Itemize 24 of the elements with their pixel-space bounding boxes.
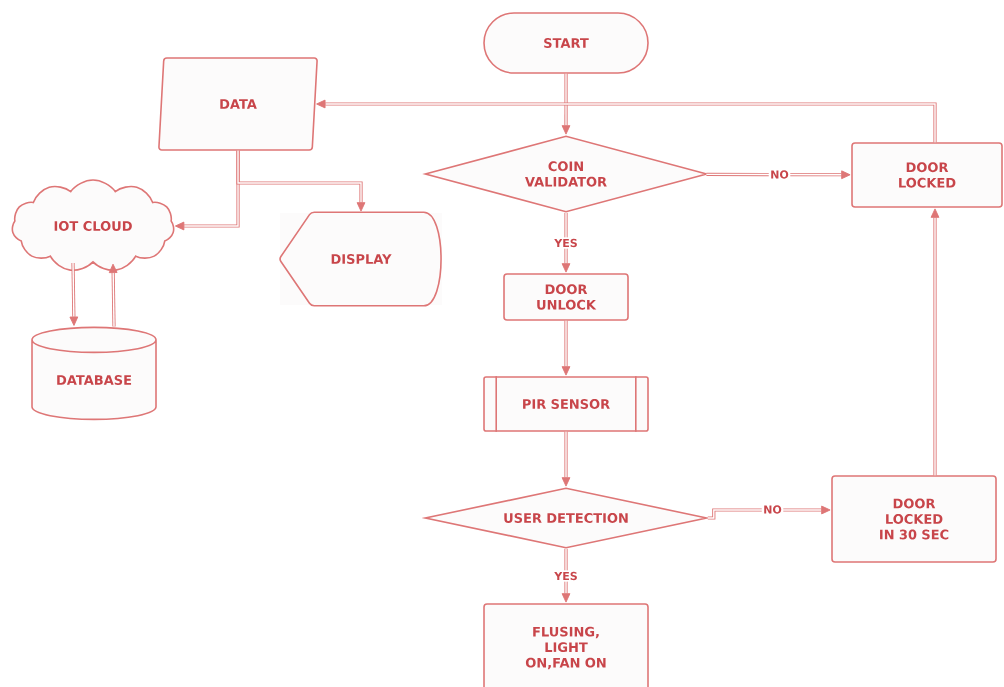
edge-label: NO [768,168,791,181]
process-box: FLUSING, LIGHT ON,FAN ON [483,603,649,687]
edge-label: YES [552,237,580,249]
arrow [561,73,571,135]
arrow [561,431,571,487]
arrow [561,320,571,376]
data-parallelogram: DATA [158,57,318,151]
arrow [707,505,831,520]
arrow [236,150,366,212]
arrow [561,548,571,603]
arrow [69,262,79,326]
arrow [316,99,937,143]
arrow [705,170,851,180]
process-box: DOOR LOCKED [851,142,1003,208]
process-box: DOOR UNLOCK [503,273,629,321]
start-terminal: START [483,12,649,74]
predefined-process-box: PIR SENSOR [483,375,649,433]
edge-label: YES [552,570,580,582]
database-cylinder: DATABASE [31,326,157,421]
arrow [561,212,571,273]
process-box: DOOR LOCKED IN 30 SEC [831,475,997,563]
edge-label: NO [761,503,784,516]
arrow [108,263,118,328]
arrow [930,208,940,476]
